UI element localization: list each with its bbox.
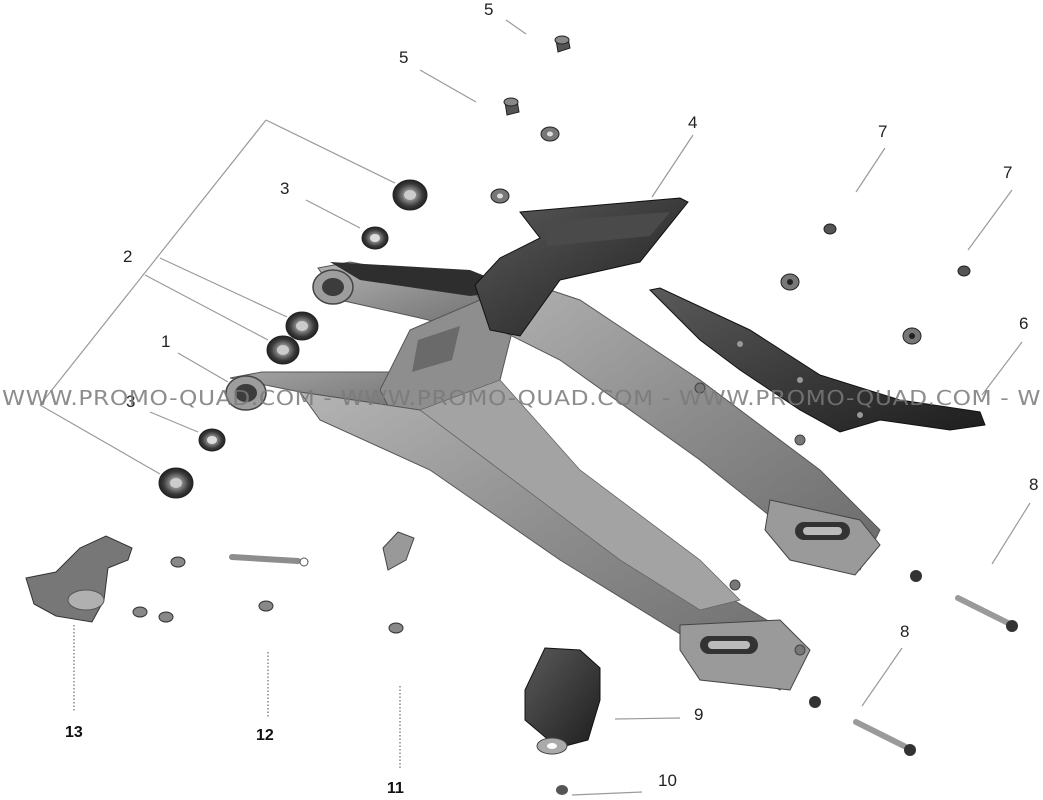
callout-1: 1	[161, 332, 170, 351]
swingarm	[225, 261, 881, 691]
callout-5: 5	[399, 48, 408, 67]
callout-3-bottom: 3	[126, 392, 135, 411]
hardware-parts	[25, 35, 1018, 795]
leader-lines	[39, 19, 1031, 796]
callout-8-top: 8	[1029, 475, 1038, 494]
bearings-group	[158, 179, 428, 499]
callout-6: 6	[1019, 314, 1028, 333]
part-6-chain-slider	[648, 287, 986, 433]
callout-11: 11	[387, 780, 404, 797]
callout-12: 12	[256, 727, 274, 744]
callout-8-bottom: 8	[900, 622, 909, 641]
callout-7-left: 7	[878, 122, 887, 141]
callout-13: 13	[65, 724, 83, 741]
callout-5-top: 5	[484, 0, 493, 19]
callout-9: 9	[694, 705, 703, 724]
watermark-text: WWW.PROMO-QUAD.COM - WWW.PROMO-QUAD.COM …	[2, 386, 1041, 410]
part-4-chain-guard	[474, 197, 689, 337]
callout-7-right: 7	[1003, 163, 1012, 182]
callout-10: 10	[658, 771, 677, 790]
callout-2: 2	[123, 247, 132, 266]
callouts: 5 5 4 7 7 3 2 6 1 3 8 8 9 10 13 12 11	[65, 0, 1038, 797]
callout-3-top: 3	[280, 179, 289, 198]
callout-4: 4	[688, 113, 697, 132]
